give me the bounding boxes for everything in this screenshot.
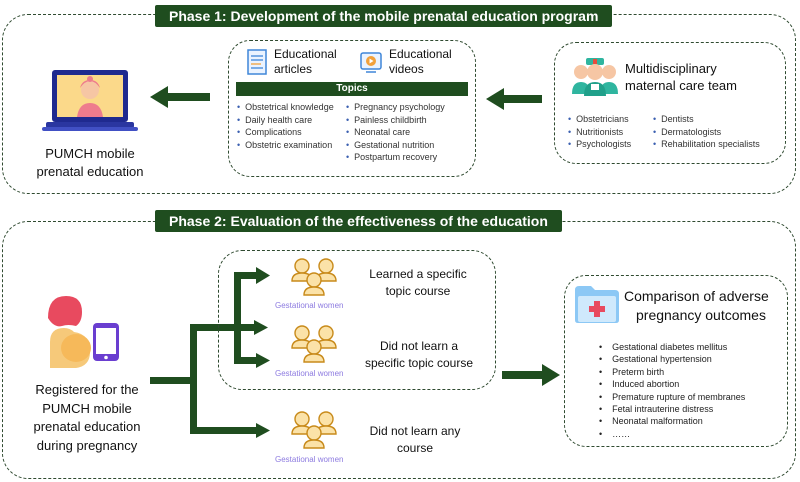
topic-item: Obstetric examination [237,139,334,152]
group-label: Gestational women [275,301,344,310]
education-content-box [228,40,476,177]
video-icon [360,52,382,73]
videos-label-line1: Educational [389,47,452,61]
care-team-box [554,42,786,164]
topic-item: Gestational nutrition [346,139,445,152]
outcome-item: Gestational diabetes mellitus [599,341,745,353]
topic-item: Painless childbirth [346,114,445,127]
group1-line: Learned a specific [369,267,467,281]
group3-line: course [396,441,434,455]
platform-label-line2: prenatal education [36,164,144,179]
laptop-icon [42,70,138,131]
group3-line: Did not learn any [369,424,461,438]
group1-line: topic course [385,284,451,298]
topic-item: Obstetrical knowledge [237,101,334,114]
group1-label: Learned a specific topic course [355,266,481,300]
group-label: Gestational women [275,369,344,378]
topic-item: Pregnancy psychology [346,101,445,114]
videos-label-line2: videos [389,62,424,76]
groups-box [218,250,496,390]
outcome-item: Induced abortion [599,378,745,390]
group2-line: specific topic course [364,356,474,370]
comparison-title-line1: Comparison of adverse [624,288,769,304]
team-member: Dentists [653,113,760,126]
medical-folder-icon [575,286,619,323]
registered-line: prenatal education [33,419,141,434]
article-icon [247,49,267,75]
team-member: Rehabilitation specialists [653,138,760,151]
registered-label: Registered for the PUMCH mobile prenatal… [14,381,160,455]
comparison-title-line2: pregnancy outcomes [636,307,766,323]
team-title-line2: maternal care team [625,78,737,93]
team-member: Obstetricians [568,113,631,126]
group3-label: Did not learn any course [355,423,475,457]
arrow-left-icon [150,86,210,108]
women-group-icon [291,411,337,449]
topics-right-list: Pregnancy psychology Painless childbirth… [346,101,445,164]
phase1-title: Phase 1: Development of the mobile prena… [155,5,613,27]
team-member: Psychologists [568,138,631,151]
topic-item: Complications [237,126,334,139]
group2-line: Did not learn a [379,339,459,353]
outcome-item: Gestational hypertension [599,353,745,365]
arrow-right-icon [502,364,560,386]
outcome-item: Fetal intrauterine distress [599,403,745,415]
topics-left-list: Obstetrical knowledge Daily health care … [237,101,334,151]
team-left-list: Obstetricians Nutritionists Psychologist… [568,113,631,151]
articles-label-line2: articles [274,62,313,76]
registered-line: Registered for the [35,382,139,397]
topic-item: Daily health care [237,114,334,127]
outcomes-list: Gestational diabetes mellitus Gestationa… [599,341,745,440]
medical-team-icon [572,58,618,96]
group2-label: Did not learn a specific topic course [352,338,486,372]
registered-line: PUMCH mobile [42,400,132,416]
topic-item: Neonatal care [346,126,445,139]
women-group-icon [291,258,337,296]
registered-line: during pregnancy [36,437,138,453]
arrow-left-icon [486,88,542,110]
articles-label-line1: Educational [274,47,337,61]
pregnant-woman-icon [48,296,91,368]
outcome-item: Premature rupture of membranes [599,391,745,403]
topics-header: Topics [236,82,468,96]
comparison-box [564,275,788,447]
branch-arrows [150,267,270,438]
team-right-list: Dentists Dermatologists Rehabilitation s… [653,113,760,151]
women-group-icon [291,325,337,363]
group-label: Gestational women [275,455,344,464]
phase2-title: Phase 2: Evaluation of the effectiveness… [155,210,562,232]
team-title-line1: Multidisciplinary [625,61,717,76]
outcome-item: …… [599,428,745,440]
outcome-item: Preterm birth [599,366,745,378]
phone-icon [93,323,119,361]
team-member: Dermatologists [653,126,760,139]
team-member: Nutritionists [568,126,631,139]
outcome-item: Neonatal malformation [599,415,745,427]
platform-label-line1: PUMCH mobile [45,146,135,161]
topic-item: Postpartum recovery [346,151,445,164]
